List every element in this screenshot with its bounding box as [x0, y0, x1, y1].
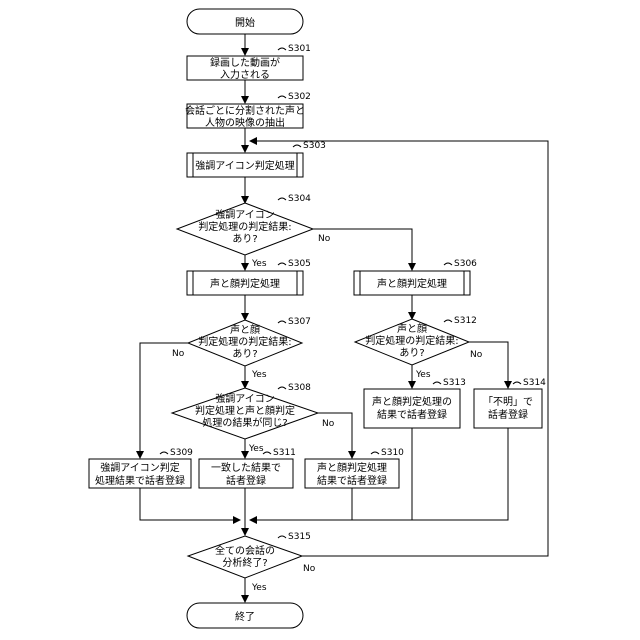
s315-line-1: 全ての会話の	[215, 544, 275, 557]
decision-s308: 強調アイコン 判定処理と声と顔判定 処理の結果が同じ? S308 Yes No	[172, 383, 335, 454]
s308-line-2: 判定処理と声と顔判定	[195, 404, 295, 417]
s304-line-3: あり?	[232, 233, 257, 245]
s302-step-label: S302	[288, 92, 311, 102]
s304-no-label: No	[318, 234, 331, 244]
s306-label: 声と顔判定処理	[377, 277, 447, 290]
s308-yes-label: Yes	[248, 444, 264, 454]
s308-line-3: 処理の結果が同じ?	[202, 416, 287, 429]
s315-line-2: 分析終了?	[222, 556, 267, 569]
s315-yes-label: Yes	[251, 583, 267, 593]
s313-line-1: 声と顔判定処理の	[372, 395, 452, 408]
s301-line-1: 録画した動画が	[210, 56, 280, 69]
s313-step-label: S313	[443, 378, 466, 388]
s303-label: 強調アイコン判定処理	[195, 159, 295, 172]
s310-line-1: 声と顔判定処理	[317, 461, 387, 474]
edge-s309-merge	[140, 488, 240, 520]
s305-step-label: S305	[288, 259, 311, 269]
s311-line-2: 話者登録	[226, 474, 266, 487]
step-s310: 声と顔判定処理 結果で話者登録 S310	[305, 448, 404, 488]
s308-line-1: 強調アイコン	[215, 392, 275, 405]
edge-s312-s314	[469, 342, 508, 388]
s311-step-label: S311	[273, 448, 296, 458]
s312-line-2: 判定処理の判定結果:	[365, 334, 458, 347]
s315-step-label: S315	[288, 532, 311, 542]
s304-line-1: 強調アイコン	[215, 208, 275, 221]
s309-line-2: 処理結果で話者登録	[95, 474, 185, 487]
decision-s304: 強調アイコン 判定処理の判定結果: あり? S304 No	[177, 194, 331, 255]
s309-step-label: S309	[170, 448, 193, 458]
end-terminal: 終了	[187, 603, 303, 628]
step-s314: 「不明」で 話者登録 S314	[474, 378, 546, 428]
s312-no-label: No	[470, 350, 483, 360]
decision-s315: 全ての会話の 分析終了? S315 No Yes	[188, 532, 316, 593]
step-s311: 一致した結果で 話者登録 S311	[199, 448, 296, 488]
step-s306: 声と顔判定処理 S306	[354, 259, 477, 295]
s307-line-1: 声と顔	[230, 323, 260, 336]
s314-line-2: 話者登録	[488, 408, 528, 421]
s302-line-1: 会話ごとに分割された声と	[185, 104, 305, 117]
decision-s312: 声と顔 判定処理の判定結果: あり? S312 Yes No	[355, 316, 483, 380]
end-label: 終了	[235, 610, 255, 623]
start-label: 開始	[235, 16, 255, 29]
start-terminal: 開始	[187, 9, 303, 34]
s308-no-label: No	[322, 419, 335, 429]
step-s301: 録画した動画が 入力される S301	[187, 44, 311, 81]
s312-step-label: S312	[454, 316, 477, 326]
s302-line-2: 人物の映像の抽出	[205, 116, 285, 129]
decision-s307: 声と顔 判定処理の判定結果: あり? S307 No Yes	[172, 317, 311, 380]
s304-yes-label: Yes	[251, 259, 267, 269]
s301-step-label: S301	[288, 44, 311, 54]
s310-line-2: 結果で話者登録	[317, 474, 387, 487]
s304-line-2: 判定処理の判定結果:	[198, 220, 291, 233]
step-s305: 声と顔判定処理 S305	[187, 259, 311, 295]
step-s309: 強調アイコン判定 処理結果で話者登録 S309	[89, 448, 193, 488]
s305-label: 声と顔判定処理	[210, 277, 280, 290]
s308-step-label: S308	[288, 383, 311, 393]
s307-step-label: S307	[288, 317, 311, 327]
s307-yes-label: Yes	[251, 370, 267, 380]
s314-step-label: S314	[523, 378, 546, 388]
s301-line-2: 入力される	[220, 68, 270, 81]
step-s313: 声と顔判定処理の 結果で話者登録 S313	[364, 378, 466, 428]
s304-step-label: S304	[288, 194, 311, 204]
s307-line-2: 判定処理の判定結果:	[198, 335, 291, 348]
s309-line-1: 強調アイコン判定	[100, 461, 180, 474]
s312-yes-label: Yes	[415, 370, 431, 380]
s310-step-label: S310	[381, 448, 404, 458]
s307-no-label: No	[172, 349, 185, 359]
s313-line-2: 結果で話者登録	[377, 408, 447, 421]
s311-line-1: 一致した結果で	[211, 461, 281, 474]
s303-step-label: S303	[303, 141, 326, 151]
s312-line-3: あり?	[399, 347, 424, 359]
step-s302: 会話ごとに分割された声と 人物の映像の抽出 S302	[185, 92, 311, 129]
s306-step-label: S306	[454, 259, 477, 269]
s315-no-label: No	[303, 564, 316, 574]
step-s303: 強調アイコン判定処理 S303	[187, 141, 326, 177]
edge-s307-s309	[140, 343, 188, 458]
s312-line-1: 声と顔	[397, 322, 427, 335]
s307-line-3: あり?	[232, 348, 257, 360]
s314-line-1: 「不明」で	[483, 396, 533, 408]
